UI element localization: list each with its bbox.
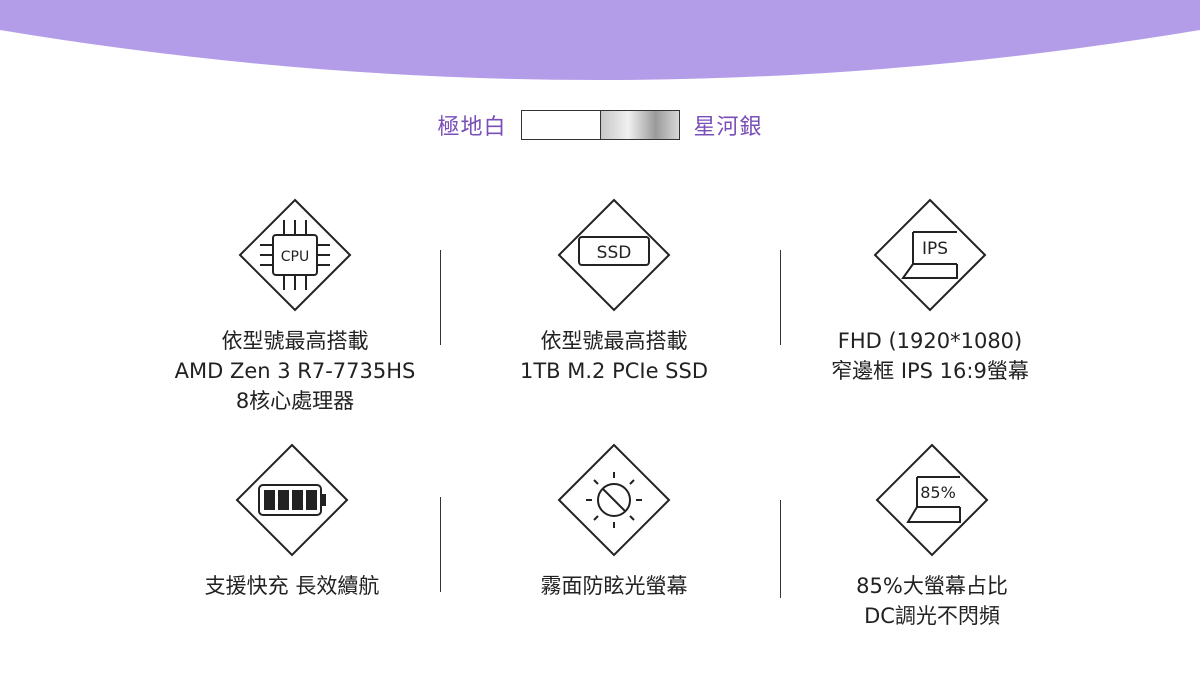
top-banner (0, 0, 1200, 80)
divider (780, 500, 781, 598)
ips-icon-label: IPS (922, 239, 948, 259)
divider (440, 250, 441, 345)
feature-screen-ratio-line-1: 85%大螢幕占比 (856, 574, 1008, 598)
feature-ips-line-2: 窄邊框 IPS 16:9螢幕 (831, 359, 1029, 383)
feature-cpu: CPU 依型號最高搭載 AMD Zen 3 R7-7735HS 8核心處理器 (135, 198, 455, 416)
ssd-icon-label: SSD (597, 243, 632, 263)
feature-ips-line-1: FHD (1920*1080) (837, 329, 1023, 353)
anti-glare-icon (557, 443, 671, 557)
swatch-white[interactable] (521, 111, 601, 139)
screen-ratio-icon-label: 85% (920, 483, 956, 502)
feature-cpu-line-1: 依型號最高搭載 (221, 329, 369, 353)
swatch-silver[interactable] (600, 111, 679, 139)
color-name-silver: 星河銀 (693, 115, 763, 140)
feature-battery-line-1: 支援快充 長效續航 (204, 574, 380, 598)
feature-anti-glare-line-1: 霧面防眩光螢幕 (540, 574, 688, 598)
feature-anti-glare: 霧面防眩光螢幕 (454, 443, 774, 601)
color-options: 極地白 星河銀 (0, 108, 1200, 142)
ips-display-icon: IPS (873, 198, 987, 312)
ssd-icon: SSD (557, 198, 671, 312)
feature-screen-ratio-line-2: DC調光不閃頻 (864, 604, 1000, 628)
feature-screen-ratio: 85% 85%大螢幕占比 DC調光不閃頻 (772, 443, 1092, 631)
battery-icon (235, 443, 349, 557)
cpu-icon-label: CPU (281, 249, 309, 265)
divider (780, 250, 781, 345)
feature-cpu-line-2: AMD Zen 3 R7-7735HS (174, 359, 416, 383)
feature-battery: 支援快充 長效續航 (132, 443, 452, 601)
color-name-white: 極地白 (437, 115, 507, 140)
divider (440, 497, 441, 592)
color-swatches (520, 110, 680, 140)
feature-ssd-line-2: 1TB M.2 PCIe SSD (519, 359, 709, 383)
feature-ips: IPS FHD (1920*1080) 窄邊框 IPS 16:9螢幕 (770, 198, 1090, 386)
feature-cpu-line-3: 8核心處理器 (235, 389, 355, 413)
cpu-icon: CPU (238, 198, 352, 312)
screen-ratio-icon: 85% (875, 443, 989, 557)
feature-ssd: SSD 依型號最高搭載 1TB M.2 PCIe SSD (454, 198, 774, 386)
feature-ssd-line-1: 依型號最高搭載 (540, 329, 688, 353)
